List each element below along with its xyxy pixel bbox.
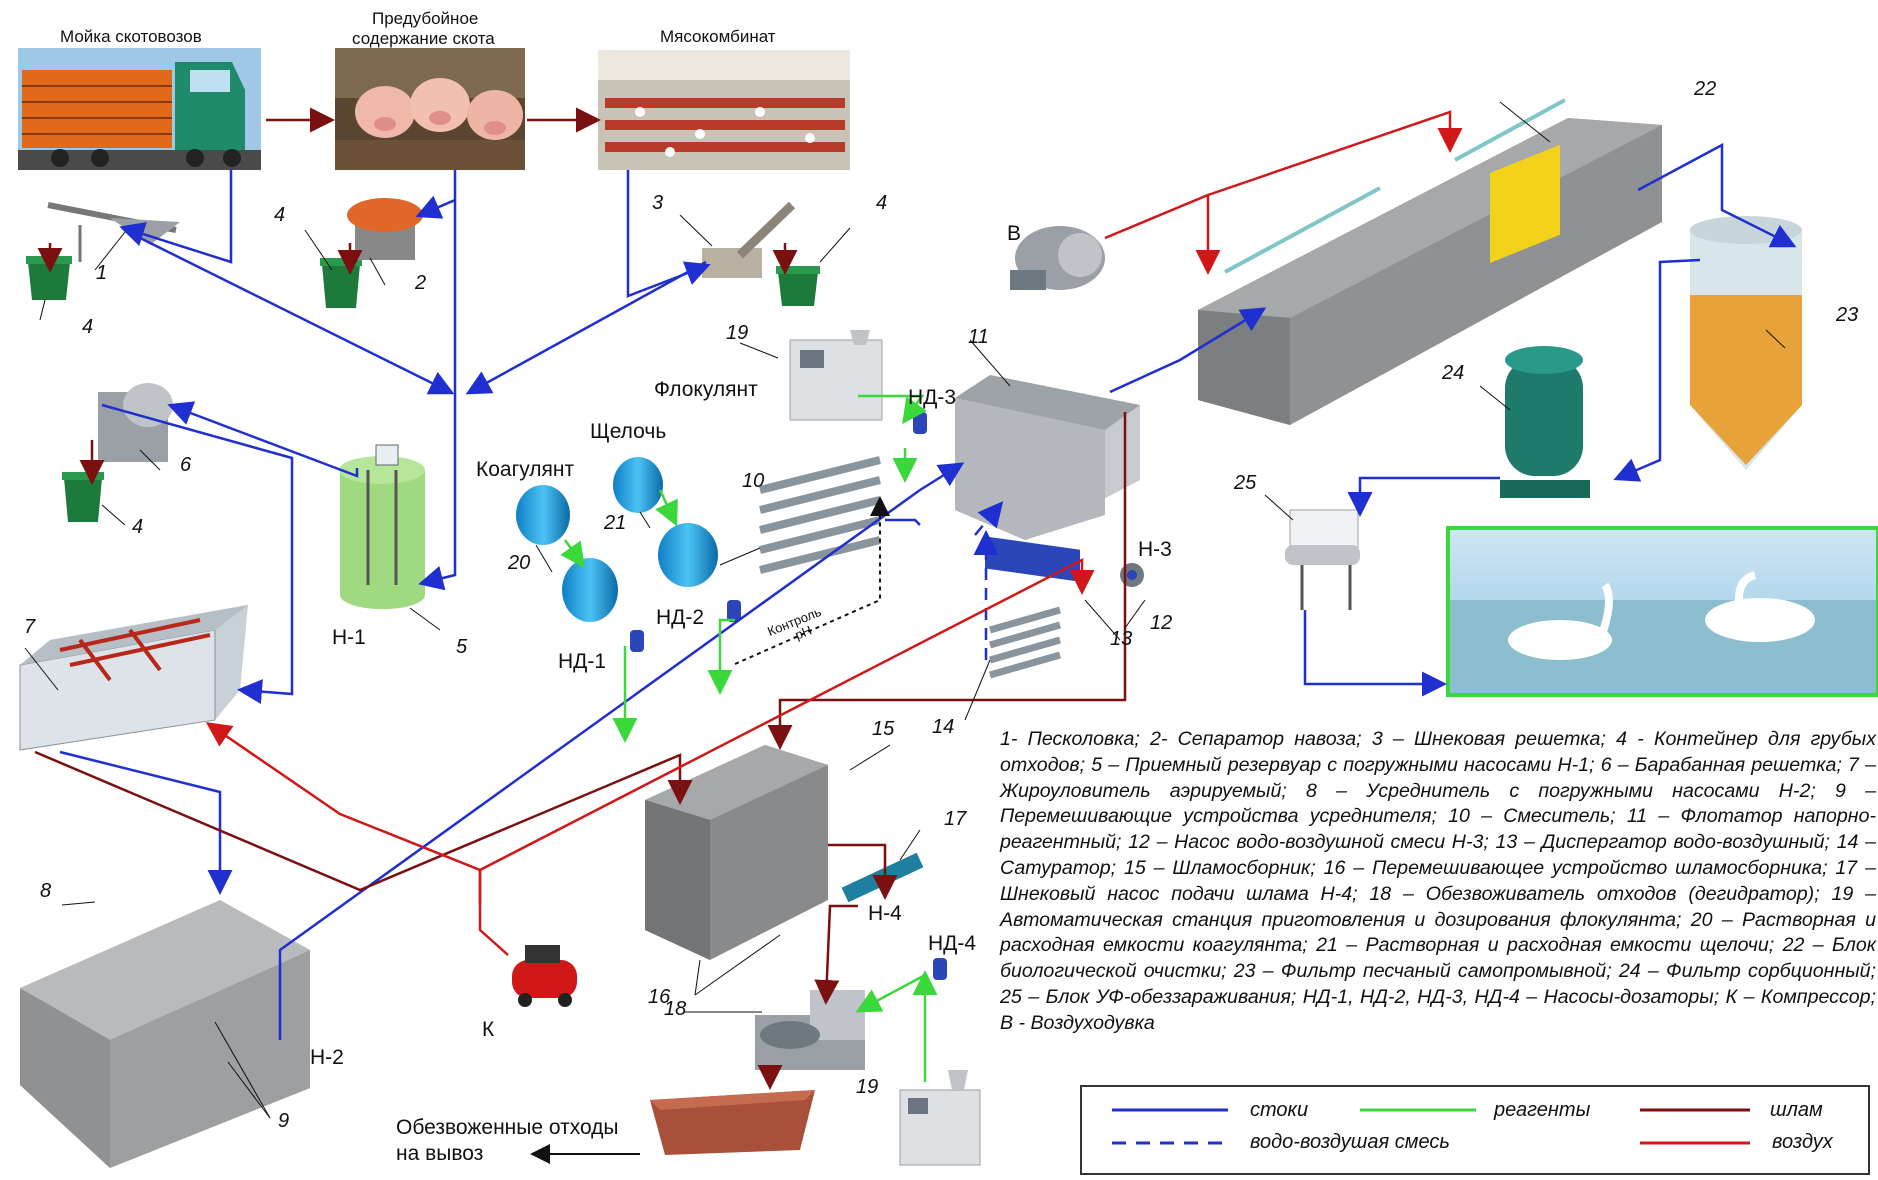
sand-trap-1 bbox=[47, 202, 180, 262]
legend-caption: 1- Песколовка; 2- Сепаратор навоза; 3 – … bbox=[1000, 728, 1876, 1034]
number-5: 5 bbox=[456, 636, 468, 658]
number-24: 24 bbox=[1442, 362, 1465, 384]
label-dosing-nd4: НД-4 bbox=[928, 932, 977, 955]
label-dosing-nd1: НД-1 bbox=[558, 650, 607, 673]
compressor-k bbox=[512, 945, 577, 1007]
truck-wash-photo bbox=[18, 48, 261, 170]
screw-pump-17 bbox=[841, 852, 924, 903]
number-20: 20 bbox=[508, 552, 531, 574]
waste-container-4d bbox=[62, 472, 104, 522]
label-alkali: Щелочь bbox=[590, 420, 667, 443]
number-19b: 19 bbox=[856, 1076, 879, 1098]
legend-reagenty: реагенты bbox=[1494, 1099, 1591, 1121]
legend-vozdukh: воздух bbox=[1772, 1131, 1833, 1153]
meat-plant-photo bbox=[598, 50, 850, 170]
number-1: 1 bbox=[96, 262, 108, 284]
number-3: 3 bbox=[652, 192, 664, 214]
number-19a: 19 bbox=[726, 322, 749, 344]
number-12: 12 bbox=[1150, 612, 1173, 634]
number-18: 18 bbox=[664, 998, 687, 1020]
legend-lines bbox=[1112, 1108, 1750, 1145]
grease-trap-7 bbox=[19, 605, 248, 751]
blower-b bbox=[1010, 226, 1105, 290]
flocculant-station-19b bbox=[899, 1070, 981, 1166]
label-pump-n2: Н-2 bbox=[310, 1046, 344, 1069]
label-dosing-nd2: НД-2 bbox=[656, 606, 705, 629]
waste-container-4c bbox=[776, 266, 820, 306]
drum-screen-6 bbox=[98, 383, 173, 462]
saturator-14 bbox=[989, 606, 1061, 679]
pond-photo bbox=[1446, 526, 1878, 697]
screw-screen-3 bbox=[702, 201, 796, 278]
mixer-10 bbox=[759, 456, 881, 574]
label-holding-2: содержание скота bbox=[352, 29, 495, 48]
line-legend: стоки реагенты шлам водо-воздушая смесь … bbox=[1080, 1085, 1870, 1175]
wastewater-lines bbox=[59, 142, 1797, 1040]
water-air-lines bbox=[973, 501, 1004, 660]
sand-filter-23 bbox=[1690, 216, 1802, 470]
label-compressor: К bbox=[482, 1018, 495, 1041]
flocculant-station-19a bbox=[789, 330, 883, 421]
label-pump-n3: Н-3 bbox=[1138, 538, 1172, 561]
number-11: 11 bbox=[968, 326, 989, 348]
label-holding-1: Предубойное bbox=[372, 9, 479, 28]
sludge-lines bbox=[34, 107, 1127, 1090]
number-4a: 4 bbox=[82, 316, 94, 338]
alkali-tanks-21 bbox=[613, 457, 718, 587]
number-2: 2 bbox=[415, 272, 427, 294]
uv-block-25 bbox=[1285, 509, 1360, 610]
number-8: 8 bbox=[40, 880, 52, 902]
label-blower: В bbox=[1007, 222, 1022, 245]
number-4c: 4 bbox=[876, 192, 888, 214]
air-lines bbox=[205, 110, 1463, 956]
number-23: 23 bbox=[1836, 304, 1859, 326]
dehydrator-18 bbox=[755, 990, 865, 1070]
ph-control-line bbox=[734, 496, 890, 665]
number-25: 25 bbox=[1234, 472, 1257, 494]
label-flocculant: Флокулянт bbox=[654, 378, 758, 401]
flotator-11 bbox=[955, 375, 1140, 582]
label-pump-n4: Н-4 bbox=[868, 902, 902, 925]
label-waste-out-2: на вывоз bbox=[396, 1142, 484, 1165]
waste-container-4b bbox=[320, 258, 362, 308]
sorption-filter-24 bbox=[1500, 346, 1590, 498]
waste-skip bbox=[650, 1090, 815, 1155]
bio-treatment-block-22 bbox=[1198, 98, 1662, 425]
number-7: 7 bbox=[24, 616, 36, 638]
label-dosing-nd3: НД-3 bbox=[908, 386, 957, 409]
label-pump-n1: Н-1 bbox=[332, 626, 366, 649]
number-21: 21 bbox=[604, 512, 627, 534]
legend-shlam: шлам bbox=[1770, 1099, 1823, 1121]
number-9: 9 bbox=[278, 1110, 290, 1132]
number-16: 16 bbox=[648, 986, 671, 1008]
number-4b: 4 bbox=[274, 204, 286, 226]
equalizer-tank-8 bbox=[20, 900, 310, 1168]
label-coagulant: Коагулянт bbox=[476, 458, 575, 481]
sludge-collector-15 bbox=[645, 745, 828, 960]
number-14: 14 bbox=[932, 716, 955, 738]
number-17: 17 bbox=[944, 808, 967, 830]
pump-12 bbox=[1120, 563, 1144, 587]
number-22: 22 bbox=[1694, 78, 1717, 100]
number-10: 10 bbox=[742, 470, 765, 492]
number-6: 6 bbox=[180, 454, 192, 476]
legend-stoki: стоки bbox=[1250, 1099, 1309, 1121]
number-4d: 4 bbox=[132, 516, 144, 538]
receiving-tank-5 bbox=[339, 444, 425, 610]
reagent-lines bbox=[560, 394, 938, 1082]
label-wash: Мойка скотовозов bbox=[60, 27, 202, 46]
coagulant-tanks-20 bbox=[516, 485, 618, 622]
manure-separator-2 bbox=[347, 198, 423, 260]
number-13: 13 bbox=[1110, 628, 1133, 650]
pigs-photo bbox=[335, 48, 525, 170]
label-waste-out-1: Обезвоженные отходы bbox=[396, 1116, 619, 1139]
leader-lines bbox=[24, 101, 1786, 1119]
legend-water-air: водо-воздушая смесь bbox=[1250, 1131, 1450, 1153]
number-15: 15 bbox=[872, 718, 895, 740]
label-meat-plant: Мясокомбинат bbox=[660, 27, 776, 46]
